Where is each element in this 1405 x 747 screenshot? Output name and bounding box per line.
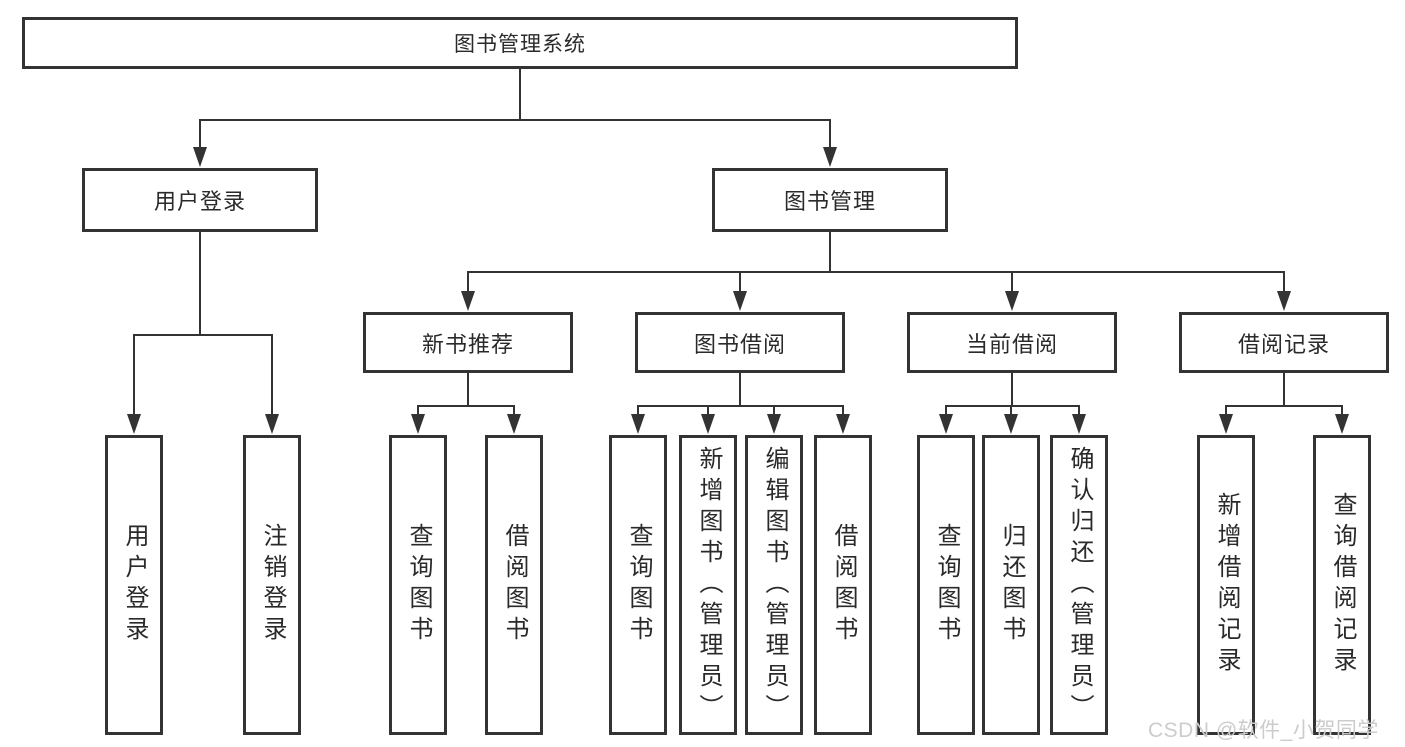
arrowhead-down-icon <box>631 414 645 434</box>
connector-drop <box>1078 405 1080 417</box>
leaf-label: 注销登录 <box>259 523 286 647</box>
leaf-label: 新增图书（管理员） <box>695 445 722 725</box>
arrowhead-down-icon <box>1219 414 1233 434</box>
arrowhead-down-icon <box>461 291 475 311</box>
arrowhead-down-icon <box>733 291 747 311</box>
connector-drop <box>945 405 947 417</box>
arrowhead-down-icon <box>507 414 521 434</box>
node-borrowing-records: 借阅记录 <box>1179 312 1389 373</box>
arrowhead-down-icon <box>1005 291 1019 311</box>
leaf-add-books-admin: 新增图书（管理员） <box>679 435 737 735</box>
arrowhead-down-icon <box>1072 414 1086 434</box>
leaf-query-borrow-record: 查询借阅记录 <box>1313 435 1371 735</box>
leaf-label: 查询借阅记录 <box>1329 492 1356 678</box>
leaf-query-books: 查询图书 <box>917 435 975 735</box>
leaf-label: 确认归还（管理员） <box>1066 445 1093 725</box>
connector-drop <box>1225 405 1227 417</box>
connector-drop <box>773 405 775 417</box>
leaf-return-books: 归还图书 <box>982 435 1040 735</box>
node-library-management-system: 图书管理系统 <box>22 17 1018 69</box>
connector-drop <box>133 334 135 416</box>
leaf-query-books: 查询图书 <box>389 435 447 735</box>
arrowhead-down-icon <box>1335 414 1349 434</box>
node-book-management: 图书管理 <box>712 168 948 232</box>
connector-drop <box>1010 405 1012 417</box>
leaf-label: 新增借阅记录 <box>1213 492 1240 678</box>
arrowhead-down-icon <box>836 414 850 434</box>
leaf-add-borrow-record: 新增借阅记录 <box>1197 435 1255 735</box>
leaf-label: 借阅图书 <box>830 523 857 647</box>
arrowhead-down-icon <box>939 414 953 434</box>
connector-root-rail <box>199 119 831 121</box>
connector-stem <box>739 373 741 407</box>
leaf-borrow-books: 借阅图书 <box>814 435 872 735</box>
connector-drop <box>637 405 639 417</box>
connector-rail <box>467 271 1285 273</box>
connector-drop <box>417 405 419 417</box>
node-new-book-recommendation: 新书推荐 <box>363 312 573 373</box>
leaf-logout: 注销登录 <box>243 435 301 735</box>
connector-rail <box>945 405 1080 407</box>
connector-root-stem <box>519 69 521 120</box>
connector-drop <box>1341 405 1343 417</box>
arrowhead-down-icon <box>767 414 781 434</box>
connector-drop <box>739 271 741 293</box>
leaf-label: 查询图书 <box>405 523 432 647</box>
node-current-borrowing: 当前借阅 <box>907 312 1117 373</box>
node-user-login: 用户登录 <box>82 168 318 232</box>
connector-rail <box>133 334 273 336</box>
leaf-confirm-return-admin: 确认归还（管理员） <box>1050 435 1108 735</box>
csdn-watermark: CSDN @软件_小贺同学 <box>1148 719 1379 742</box>
connector-drop <box>1011 271 1013 293</box>
connector-drop <box>829 119 831 151</box>
arrowhead-down-icon <box>823 147 837 167</box>
leaf-query-books: 查询图书 <box>609 435 667 735</box>
leaf-label: 用户登录 <box>121 523 148 647</box>
connector-drop <box>1283 271 1285 293</box>
arrowhead-down-icon <box>265 414 279 434</box>
connector-stem <box>467 373 469 407</box>
connector-drop <box>707 405 709 417</box>
connector-stem <box>829 232 831 273</box>
leaf-borrow-books: 借阅图书 <box>485 435 543 735</box>
leaf-label: 借阅图书 <box>501 523 528 647</box>
leaf-label: 归还图书 <box>998 523 1025 647</box>
connector-stem <box>1283 373 1285 407</box>
arrowhead-down-icon <box>127 414 141 434</box>
arrowhead-down-icon <box>411 414 425 434</box>
connector-rail <box>637 405 844 407</box>
arrowhead-down-icon <box>1277 291 1291 311</box>
node-book-borrowing: 图书借阅 <box>635 312 845 373</box>
connector-drop <box>199 119 201 151</box>
connector-drop <box>513 405 515 417</box>
arrowhead-down-icon <box>701 414 715 434</box>
connector-rail <box>417 405 515 407</box>
leaf-user-login: 用户登录 <box>105 435 163 735</box>
connector-drop <box>467 271 469 293</box>
connector-stem <box>1011 373 1013 407</box>
arrowhead-down-icon <box>1004 414 1018 434</box>
connector-stem <box>199 232 201 336</box>
connector-drop <box>271 334 273 416</box>
leaf-edit-books-admin: 编辑图书（管理员） <box>745 435 803 735</box>
leaf-label: 查询图书 <box>933 523 960 647</box>
arrowhead-down-icon <box>193 147 207 167</box>
connector-drop <box>842 405 844 417</box>
connector-rail <box>1225 405 1343 407</box>
leaf-label: 查询图书 <box>625 523 652 647</box>
leaf-label: 编辑图书（管理员） <box>761 445 788 725</box>
